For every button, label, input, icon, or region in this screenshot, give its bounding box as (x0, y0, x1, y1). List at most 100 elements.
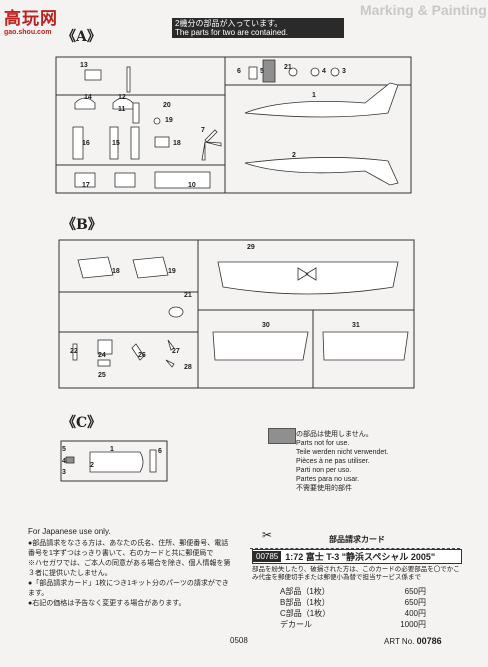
not-used-es: Partes para no usar. (296, 476, 360, 483)
part-num-c5: 5 (62, 446, 66, 453)
part-a2-fuselage (244, 157, 399, 186)
part-b27 (167, 339, 175, 351)
section-c-label: 《C》 (62, 415, 102, 431)
order-row-price: 1000円 (400, 620, 426, 629)
section-b-label: 《B》 (62, 217, 102, 233)
part-num-a14: 14 (84, 94, 92, 101)
part-num-c6: 6 (158, 448, 162, 455)
part-num-b27: 27 (172, 348, 180, 355)
not-used-de: Teile werden nicht verwendet. (296, 449, 389, 456)
part-num-c3: 3 (62, 469, 66, 476)
part-b25 (97, 359, 111, 367)
part-a4 (310, 67, 320, 77)
not-used-cn: 不需要使用的部件 (296, 485, 352, 492)
part-b26 (131, 343, 145, 361)
part-num-a16: 16 (82, 140, 90, 147)
part-num-a3: 3 (342, 68, 346, 75)
part-c6 (149, 449, 157, 473)
footer-art: ART No. 00786 (384, 636, 442, 646)
part-b29-wing (217, 261, 399, 295)
part-num-a1: 1 (312, 92, 316, 99)
part-b31-wing-half (322, 331, 409, 361)
part-a14-left (74, 97, 96, 110)
order-card-desc: 部品を紛失したり、破損された方は、このカードの必要部品を〇でかこみ代金を郵便切手… (252, 566, 460, 581)
part-b22 (72, 343, 78, 361)
art-label: ART No. (384, 637, 415, 646)
notice-jp: 2機分の部品が入っています。 (175, 19, 283, 28)
part-a15 (109, 126, 119, 160)
part-a18 (154, 136, 170, 148)
not-used-swatch (268, 428, 296, 444)
order-row-c: C部品（1枚） 400円 (280, 608, 462, 619)
part-num-b21: 21 (184, 292, 192, 299)
part-num-a7: 7 (201, 127, 205, 134)
notes-title: For Japanese use only. (28, 527, 111, 536)
order-row-decal: デカール 1000円 (280, 619, 462, 630)
part-c1-canopy (89, 451, 144, 473)
part-num-b25: 25 (98, 372, 106, 379)
japanese-notes: For Japanese use only. ●部品請求をなさる方は、あなたの氏… (28, 527, 233, 609)
part-num-a5: 5 (260, 68, 264, 75)
sprue-a-diagram (55, 56, 412, 194)
watermark-brand: 高玩网 (4, 9, 58, 28)
part-a13 (84, 69, 102, 81)
order-row-price: 650円 (404, 598, 426, 607)
sprue-c-frame (60, 440, 168, 482)
part-num-b22: 22 (70, 348, 78, 355)
order-row-price: 650円 (404, 587, 426, 596)
watermark-url: gao.shou.com (4, 29, 52, 36)
part-num-a6: 6 (237, 68, 241, 75)
background-title: Marking & Painting (360, 2, 487, 18)
watermark-logo: 高玩网 gao.shou.com (4, 4, 58, 37)
part-a21 (288, 67, 298, 77)
part-c4-not-used (65, 456, 75, 464)
note-item-3: ●「部品請求カード」1枚につき1キット分のパーツの請求ができます。 (28, 580, 229, 597)
part-b30-wing-half (212, 331, 309, 361)
part-num-a20: 20 (163, 102, 171, 109)
order-card-title: 部品請求カード (329, 535, 385, 544)
cut-line (250, 548, 460, 549)
part-b19 (132, 256, 169, 279)
note-item-1: ●部品請求をなさる方は、あなたの氏名、住所、郵便番号、電話番号を1字ずつはっきり… (28, 540, 229, 557)
part-b28 (165, 359, 175, 368)
part-a16 (72, 126, 84, 160)
order-row-a: A部品（1枚）650円 (280, 586, 462, 597)
part-num-c4: 4 (62, 458, 66, 465)
part-b29-detail (297, 267, 317, 281)
part-num-a4: 4 (322, 68, 326, 75)
part-num-b19: 19 (168, 268, 176, 275)
not-used-en: Parts not for use. (296, 440, 350, 447)
not-used-it: Parti non per uso. (296, 467, 352, 474)
art-number: 00786 (416, 636, 442, 646)
part-num-a19: 19 (165, 117, 173, 124)
part-a6 (248, 66, 258, 80)
part-a17-left (74, 172, 96, 188)
not-used-legend: の部品は使用しません。 Parts not for use. Teile wer… (296, 430, 456, 493)
part-b18 (77, 256, 114, 279)
part-a11 (132, 102, 140, 124)
order-row-b: B部品（1枚）650円 (280, 597, 462, 608)
part-a15b (130, 126, 140, 160)
sprue-a-frame (55, 56, 412, 194)
part-num-c2: 2 (90, 462, 94, 469)
part-num-b28: 28 (184, 364, 192, 371)
order-row-label: デカール (280, 620, 312, 629)
not-used-jp: の部品は使用しません。 (296, 431, 373, 438)
part-num-a11: 11 (118, 106, 126, 113)
part-num-b29: 29 (247, 244, 255, 251)
part-a12 (126, 66, 131, 93)
section-a-label: 《A》 (62, 29, 101, 45)
part-a17-right (114, 172, 136, 188)
order-row-label: C部品（1枚） (280, 609, 331, 618)
sprue-b-frame (58, 239, 415, 389)
part-a3 (330, 67, 340, 77)
kit-number: 00785 (253, 551, 282, 562)
part-num-a21: 21 (284, 64, 292, 71)
note-item-4: ●右記の価格は予告なく変更する場合があります。 (28, 600, 186, 607)
part-b21 (168, 306, 184, 318)
part-a19 (153, 117, 161, 125)
not-used-fr: Pièces à ne pas utiliser. (296, 458, 370, 465)
part-b24 (97, 339, 113, 355)
order-row-price: 400円 (404, 609, 426, 618)
part-num-b18: 18 (112, 268, 120, 275)
